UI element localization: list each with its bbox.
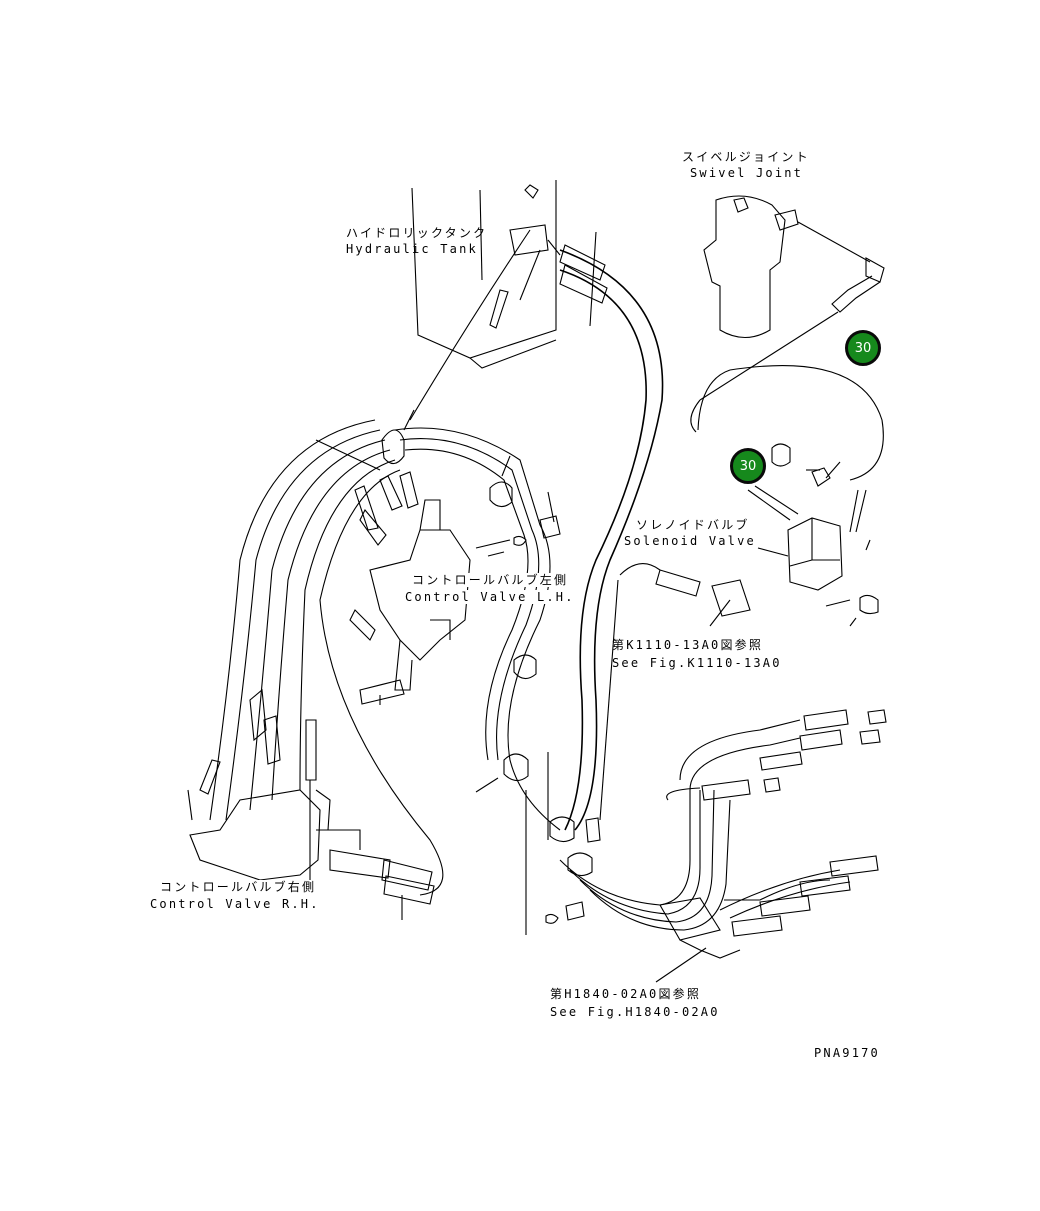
leader-lines — [187, 231, 871, 983]
hydraulic-tank-label-jp: ハイドロリックタンク — [346, 226, 488, 240]
solenoid-valve-label-en: Solenoid Valve — [624, 534, 756, 548]
solenoid-loop-hose — [697, 365, 884, 481]
control-valve-lh-label-en: Control Valve L.H. — [405, 590, 575, 604]
control-valve-rh-label-en: Control Valve R.H. — [150, 897, 320, 911]
ref-k1110-label-en: See Fig.K1110-13A0 — [612, 656, 782, 670]
part-callout-30-upper[interactable]: 30 — [845, 330, 881, 366]
ref-h1840-label-en: See Fig.H1840-02A0 — [550, 1005, 720, 1019]
swivel-joint-shape — [699, 195, 885, 401]
hydraulic-tank-shape — [411, 180, 561, 369]
tank-to-valve-hoses — [209, 229, 561, 896]
swivel-joint-label-jp: スイベルジョイント — [682, 150, 810, 164]
swivel-joint-label-en: Swivel Joint — [690, 166, 804, 180]
hydraulic-tank-label-en: Hydraulic Tank — [346, 242, 478, 256]
solenoid-valve-shape — [690, 399, 879, 615]
ref-k1110-label-jp: 第K1110-13A0図参照 — [612, 638, 764, 652]
right-side-fittings — [545, 709, 887, 959]
ref-h1840-label-jp: 第H1840-02A0図参照 — [550, 987, 702, 1001]
control-valve-lh-shape — [349, 471, 527, 705]
solenoid-valve-label-jp: ソレノイドバルブ — [636, 518, 750, 532]
filter-fitting — [599, 563, 751, 821]
part-callout-30-lower[interactable]: 30 — [730, 448, 766, 484]
control-valve-rh-shape — [189, 688, 435, 905]
control-valve-rh-label-jp: コントロールバルブ右側 — [160, 880, 317, 894]
control-valve-lh-label-jp: コントロールバルブ左側 — [412, 573, 569, 587]
drawing-number: PNA9170 — [814, 1046, 880, 1060]
main-hose-bundle — [519, 244, 664, 831]
